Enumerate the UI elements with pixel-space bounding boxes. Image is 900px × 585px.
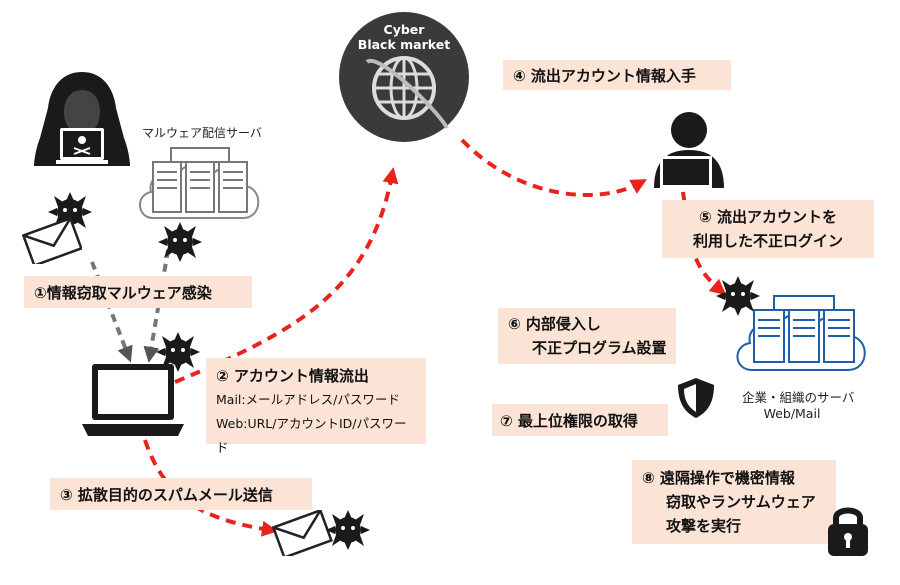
step4-text: ④ 流出アカウント情報入手 <box>513 66 696 85</box>
corp-server-label-line2: Web/Mail <box>763 406 821 421</box>
cyber-black-market-circle: Cyber Black market <box>339 12 469 142</box>
arrow-laptop-to-spam <box>143 439 278 537</box>
arrow-market-to-attacker <box>460 138 648 197</box>
step3-box: ③ 拡散目的のスパムメール送信 <box>50 478 312 510</box>
step6-box: ⑥ 内部侵入し 不正プログラム設置 <box>498 308 676 364</box>
cyber-label: Cyber <box>383 22 425 37</box>
attacker-icon <box>654 112 724 188</box>
gray-arrow-server-to-laptop <box>143 249 170 363</box>
shield-icon <box>678 378 714 418</box>
step8-line2: 窃取やランサムウェア <box>666 493 816 511</box>
step7-text: ⑦ 最上位権限の取得 <box>500 411 638 430</box>
virus-icon-laptop <box>156 332 200 372</box>
malware-server-label: マルウェア配信サーバ <box>142 126 262 140</box>
step4-box: ④ 流出アカウント情報入手 <box>503 60 731 90</box>
step6-line2: 不正プログラム設置 <box>532 339 667 357</box>
mail-icon <box>22 218 82 264</box>
corp-server-label: 企業・組織のサーバ Web/Mail <box>742 390 855 422</box>
step1-text: ①情報窃取マルウェア感染 <box>34 283 212 302</box>
step2-detail-mail: Mail:メールアドレス/パスワード <box>216 392 400 407</box>
step5-box: ⑤ 流出アカウントを 利用した不正ログイン <box>662 200 874 258</box>
hacker-icon <box>34 72 130 166</box>
arrow-laptop-to-market <box>174 167 399 384</box>
lock-icon <box>828 507 868 556</box>
corp-server-label-line1: 企業・組織のサーバ <box>742 390 855 405</box>
step2-box: ② アカウント情報流出 Mail:メールアドレス/パスワード Web:URL/ア… <box>206 358 426 455</box>
step8-line1: ⑧ 遠隔操作で機密情報 <box>642 469 795 487</box>
step7-box: ⑦ 最上位権限の取得 <box>492 404 668 436</box>
globe-icon <box>365 56 449 130</box>
malware-server-icon <box>139 147 260 219</box>
black-market-label: Black market <box>357 37 451 52</box>
step3-text: ③ 拡散目的のスパムメール送信 <box>60 485 273 504</box>
step5-line1: ⑤ 流出アカウントを <box>699 208 837 226</box>
step2-title: ② アカウント情報流出 <box>216 367 369 385</box>
virus-icon-spam <box>326 510 370 550</box>
virus-icon-corp <box>716 276 760 316</box>
step2-detail-web: Web:URL/アカウントID/パスワード <box>216 416 407 455</box>
step1-box: ①情報窃取マルウェア感染 <box>24 276 252 308</box>
step5-line2: 利用した不正ログイン <box>692 232 843 250</box>
spam-mail-icon <box>272 510 333 556</box>
laptop-icon <box>82 364 184 436</box>
virus-icon-server <box>158 222 202 262</box>
step8-box: ⑧ 遠隔操作で機密情報 窃取やランサムウェア 攻撃を実行 <box>632 460 836 544</box>
corp-server-icon <box>736 295 866 371</box>
step6-line1: ⑥ 内部侵入し <box>508 315 601 333</box>
step8-line3: 攻撃を実行 <box>666 517 742 535</box>
